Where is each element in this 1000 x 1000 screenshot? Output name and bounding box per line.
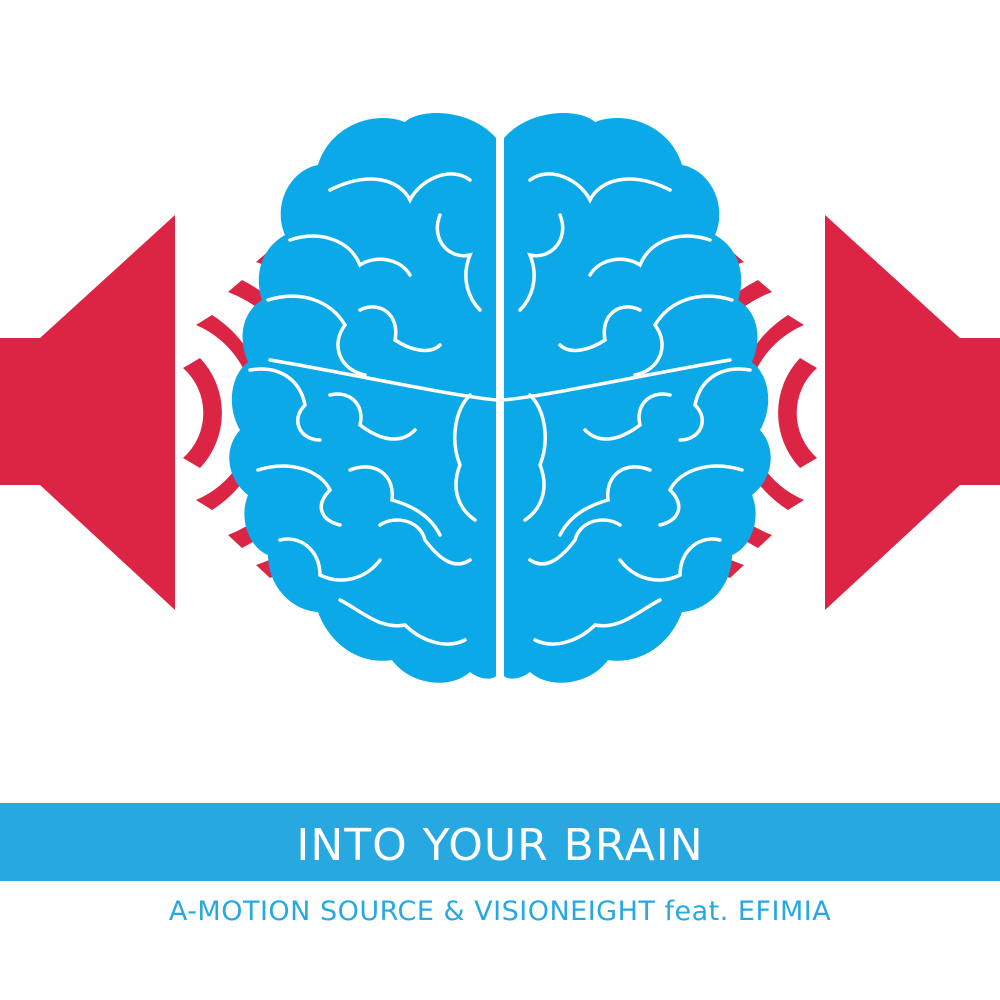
brain-icon xyxy=(229,112,771,683)
title-band-background xyxy=(0,803,1000,881)
brain-right-hemisphere xyxy=(504,112,771,683)
brain-center-fold xyxy=(268,358,732,402)
brain-folds-left xyxy=(248,172,482,646)
album-title: INTO YOUR BRAIN xyxy=(296,819,704,871)
brain-left-hemisphere xyxy=(229,112,496,683)
artist-credits: A-MOTION SOURCE & VISIONEIGHT feat. EFIM… xyxy=(168,896,832,927)
brain-folds-right xyxy=(518,172,752,646)
title-band: INTO YOUR BRAIN xyxy=(0,803,1000,881)
